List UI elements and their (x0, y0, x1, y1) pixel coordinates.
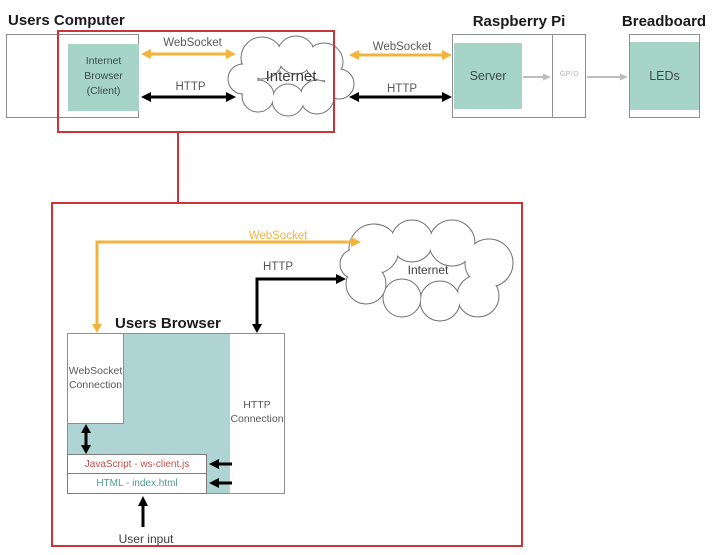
leds-box: LEDs (630, 42, 699, 110)
websocket-connection-label: WebSocket Connection (68, 364, 123, 391)
internet-browser-line3: (Client) (86, 85, 121, 98)
breadboard-title: Breadboard (621, 13, 707, 30)
internet-cloud-top-label: Internet (265, 68, 317, 85)
websocket-connection-box: WebSocket Connection (67, 333, 124, 424)
server-box: Server (454, 43, 522, 109)
http-connection-label: HTTP Connection (230, 399, 284, 425)
internet-cloud-detail-label: Internet (407, 263, 449, 277)
gpio-to-leds-arrow (587, 73, 628, 81)
websocket-label-detail: WebSocket (248, 230, 308, 242)
internet-browser-client-box: Internet Browser (Client) (68, 44, 139, 111)
gpio-label: GPIO (559, 71, 580, 78)
internet-browser-line1: Internet (85, 55, 122, 67)
http-label-top-right: HTTP (386, 83, 418, 95)
http-label-top-left: HTTP (175, 81, 206, 93)
websocket-label-top-left: WebSocket (163, 37, 222, 49)
user-input-label: User input (118, 532, 174, 546)
gpio-divider (552, 35, 553, 117)
raspberry-pi-title: Raspberry Pi (472, 13, 566, 30)
users-computer-title: Users Computer (8, 12, 125, 29)
websocket-label-top-right: WebSocket (372, 41, 432, 53)
highlight-connector-line (177, 133, 179, 202)
highlight-rect-detail (51, 202, 523, 547)
highlight-rect-top (57, 30, 335, 133)
internet-browser-line2: Browser (84, 70, 123, 83)
html-index-box: HTML - index.html (67, 473, 207, 494)
